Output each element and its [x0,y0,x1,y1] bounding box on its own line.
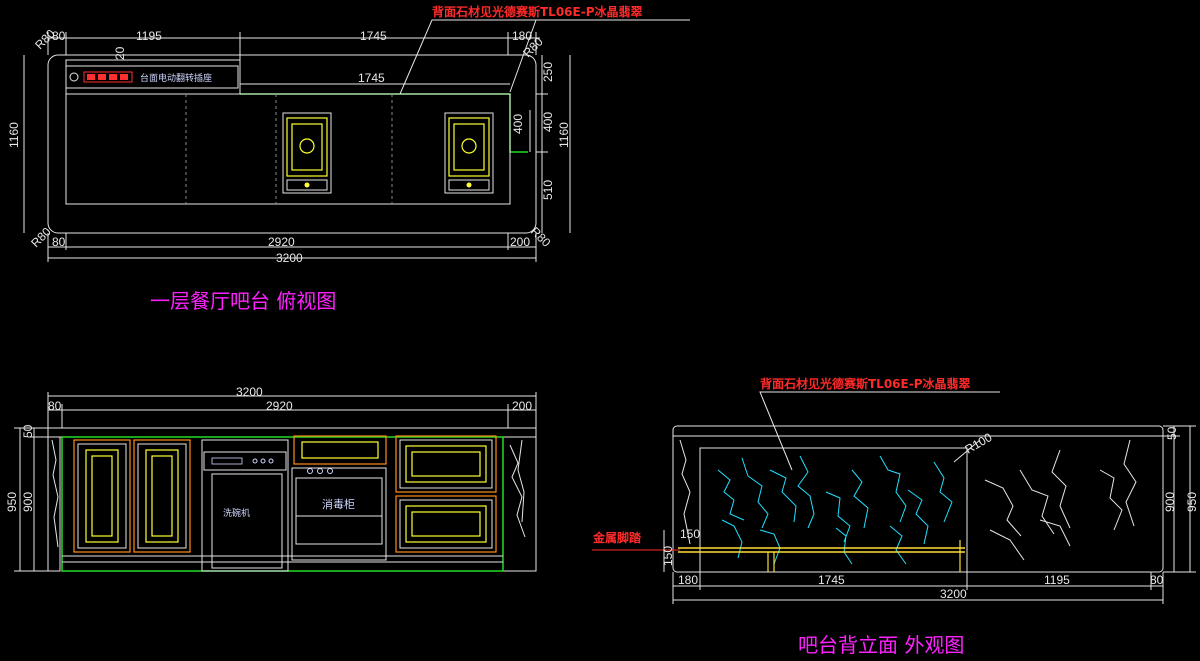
back-stone-note: 背面石材见光德赛斯TL06E-P冰晶翡翠 [760,376,971,391]
front-dim-80: 80 [48,399,62,413]
dim-bottom-80: 80 [52,235,66,249]
dim-20: 20 [113,46,127,60]
dim-right-1160: 1160 [557,122,571,148]
front-dim-900: 900 [21,492,35,512]
front-dim-total: 3200 [236,385,263,399]
top-view: 台面电动翻转插座 [7,4,690,313]
dim-total-3200: 3200 [276,251,303,265]
back-dim-150-vertical: 150 [661,546,675,566]
dim-right-400: 400 [541,112,555,132]
back-dim-180: 180 [678,573,698,587]
back-dim-total: 3200 [940,587,967,601]
footrest-label: 金属脚踏 [592,530,642,545]
back-dim-80: 80 [1150,573,1164,587]
dim-inner-1745: 1745 [358,71,385,85]
back-view-title: 吧台背立面 外观图 [798,633,964,657]
back-dim-50: 50 [1165,426,1179,440]
front-dim-950: 950 [5,492,19,512]
sterilizer-label: 消毒柜 [322,497,355,511]
dim-bottom-2920: 2920 [268,235,295,249]
cooktop-right [444,112,494,194]
top-view-title: 一层餐厅吧台 俯视图 [150,289,336,313]
dim-top-1195: 1195 [136,29,162,43]
dim-top-1745: 1745 [360,29,387,43]
dim-top-180: 180 [512,29,532,43]
dim-inner-400: 400 [511,114,525,134]
dim-left-1160: 1160 [7,122,21,148]
radius-r100: R100 [963,430,995,457]
dim-right-250: 250 [541,62,555,82]
back-dim-1745: 1745 [818,573,845,587]
back-dim-950: 950 [1185,492,1199,512]
back-dim-1195: 1195 [1044,573,1070,587]
socket-label: 台面电动翻转插座 [140,72,212,84]
front-dim-200: 200 [512,399,532,413]
radius-bottom-right: R80 [528,224,554,250]
dim-right-510: 510 [541,180,555,200]
cooktop-left [282,112,332,194]
front-dim-50: 50 [21,424,35,438]
dim-bottom-200: 200 [510,235,530,249]
dim-top-80: 80 [52,29,66,43]
dishwasher-label: 洗碗机 [223,507,250,519]
front-dim-2920: 2920 [266,399,293,413]
back-dim-150: 150 [680,527,700,541]
top-stone-note: 背面石材见光德赛斯TL06E-P冰晶翡翠 [432,4,643,19]
back-view: 背面石材见光德赛斯TL06E-P冰晶翡翠 金属脚踏 R100 150 150 1… [592,376,1199,657]
front-view: 洗碗机 消毒柜 3200 80 2920 200 50 950 [5,385,537,572]
back-dim-900: 900 [1163,492,1177,512]
